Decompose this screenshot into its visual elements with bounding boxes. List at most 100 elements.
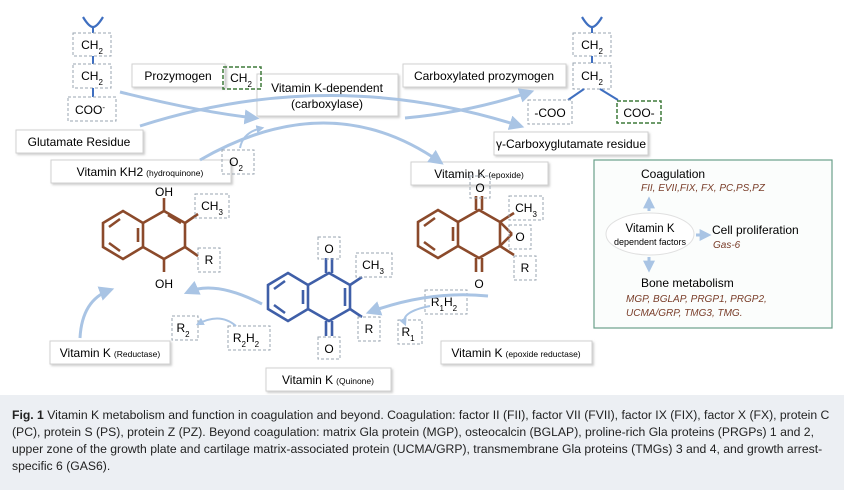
kepred-label: Vitamin K — [451, 346, 502, 360]
ch2-label: CH — [81, 38, 98, 52]
r-label: R — [521, 261, 530, 275]
svg-text:R1: R1 — [401, 325, 415, 343]
coo-label-b: COO- — [623, 106, 654, 120]
carboxylase-line1: Vitamin K-dependent — [271, 81, 384, 95]
r1h2-subscript: 1 — [440, 304, 445, 313]
carboxylated-label: Carboxylated prozymogen — [414, 69, 554, 83]
kh2-sublabel: (hydroquinone) — [146, 168, 203, 178]
bone-factors-2: UCMA/GRP, TMG3, TMG. — [626, 308, 743, 319]
carboxyglutamate-structure: CH2 CH2 -COO COO- — [527, 16, 662, 125]
arrow-prozymogen-in — [119, 90, 260, 125]
r1h2-h-subscript: 2 — [453, 304, 458, 313]
kquin-label: Vitamin K — [282, 373, 333, 387]
glutamate-label: Glutamate Residue — [28, 135, 131, 149]
svg-text:CH2: CH2 — [81, 69, 103, 87]
backbone-icon — [581, 16, 603, 29]
o-top-label: O — [475, 181, 484, 195]
arrow-kh2-to-epoxide — [199, 121, 444, 165]
hydroquinone-structure — [101, 198, 199, 272]
kepred-sublabel: (epoxide reductase) — [506, 349, 581, 359]
o-bottom-label: O — [474, 277, 483, 291]
svg-text:CH3: CH3 — [362, 258, 384, 276]
coagulation-title: Coagulation — [641, 167, 705, 181]
ch3-subscript: 3 — [218, 208, 223, 217]
kepox-label: Vitamin K — [434, 167, 485, 181]
arrow-epoxide-to-quinone — [365, 293, 489, 316]
kh2-label: Vitamin KH2 — [77, 165, 144, 179]
r1-subscript: 1 — [410, 334, 415, 343]
kquin-sublabel: (Quinone) — [336, 376, 374, 386]
svg-text:Vitamin K(Reductase): Vitamin K(Reductase) — [60, 346, 161, 360]
svg-text:CH3: CH3 — [201, 199, 223, 217]
green-coo-box — [616, 100, 662, 124]
ch2-subscript: 2 — [598, 78, 603, 87]
ch2-label: CH — [230, 71, 247, 85]
backbone-icon — [82, 16, 104, 29]
o2-label: O — [229, 155, 238, 169]
green-ch2-box — [222, 66, 262, 90]
svg-text:Vitamin K(epoxide): Vitamin K(epoxide) — [434, 167, 524, 181]
ch2-subscript: 2 — [247, 80, 252, 89]
quinone-structure — [266, 258, 363, 336]
o-bottom-label: O — [324, 342, 333, 356]
svg-text:Vitamin K(Quinone): Vitamin K(Quinone) — [282, 373, 374, 387]
r2h2-subscript: 2 — [242, 340, 247, 349]
svg-text:CH2: CH2 — [581, 38, 603, 56]
oh-bottom-label: OH — [155, 277, 173, 291]
svg-text:CH2: CH2 — [230, 71, 252, 89]
ch2-subscript: 2 — [98, 47, 103, 56]
ch3-label: CH — [515, 201, 532, 215]
svg-text:R1H2: R1H2 — [431, 295, 458, 313]
caption-fig-label: Fig. 1 — [12, 408, 44, 422]
r1h2-h: H — [444, 295, 453, 309]
coo-label-a: -COO — [534, 106, 565, 120]
ch2-label: CH — [81, 69, 98, 83]
ch2-subscript: 2 — [98, 78, 103, 87]
svg-text:R2H2: R2H2 — [233, 331, 260, 349]
r1h2-label: R — [431, 295, 440, 309]
kred-sublabel: (Reductase) — [114, 349, 160, 359]
r2h2-label: R — [233, 331, 242, 345]
vitamin-k-cycle-diagram: CH2 CH2 COO- Glutamate Residue Prozymoge… — [15, 16, 833, 392]
caption-panel: Fig. 1 Vitamin K metabolism and function… — [0, 395, 844, 490]
epoxide-o-label: O — [515, 230, 524, 244]
svg-text:CH3: CH3 — [515, 201, 537, 219]
svg-text:CH2: CH2 — [581, 69, 603, 87]
r2-subscript: 2 — [185, 330, 190, 339]
svg-text:COO-: COO- — [75, 103, 105, 118]
figure-caption: Fig. 1 Vitamin K metabolism and function… — [12, 407, 832, 475]
arrow-reductase-side — [78, 286, 115, 339]
function-box: Coagulation FII, EVII,FIX, FX, PC,PS,PZ … — [593, 159, 833, 329]
ch3-label: CH — [362, 258, 379, 272]
prozymogen-label: Prozymogen — [144, 69, 211, 83]
svg-text:Vitamin K(epoxide reductase): Vitamin K (epoxide reductase) — [451, 346, 580, 360]
svg-text:CH2: CH2 — [81, 38, 103, 56]
epoxide-structure — [416, 196, 515, 272]
arrow-glutamate-to-carboxylated — [139, 94, 525, 130]
kepox-sublabel: (epoxide) — [488, 170, 524, 180]
ch3-subscript: 3 — [379, 267, 384, 276]
r1-label: R — [401, 325, 410, 339]
ch3-label: CH — [201, 199, 218, 213]
arrow-r2h2-to-r2 — [195, 317, 237, 327]
arrow-r1h2-to-r1 — [399, 305, 431, 327]
cell-factor: Gas-6 — [713, 240, 741, 251]
o2-subscript: 2 — [238, 164, 243, 173]
arrow-o2 — [239, 125, 265, 149]
carboxyglutamate-label: γ-Carboxyglutamate residue — [496, 137, 646, 151]
svg-text:Vitamin KH2(hydroquinone): Vitamin KH2(hydroquinone) — [77, 165, 204, 179]
coagulation-factors: FII, EVII,FIX, FX, PC,PS,PZ — [641, 183, 766, 194]
center-line1: Vitamin K — [625, 223, 674, 235]
coo-label: COO — [75, 103, 102, 117]
coo-charge: - — [102, 103, 105, 112]
ch2-label: CH — [581, 69, 598, 83]
o-top-label: O — [324, 242, 333, 256]
svg-text:O2: O2 — [229, 155, 243, 173]
center-line2: dependent factors — [614, 237, 687, 247]
r2h2-h: H — [246, 331, 255, 345]
arrow-carboxylated-out — [404, 88, 535, 120]
bone-title: Bone metabolism — [641, 276, 734, 290]
carboxylase-line2: (carboxylase) — [291, 97, 363, 111]
ch2-subscript: 2 — [598, 47, 603, 56]
r-label: R — [205, 253, 214, 267]
